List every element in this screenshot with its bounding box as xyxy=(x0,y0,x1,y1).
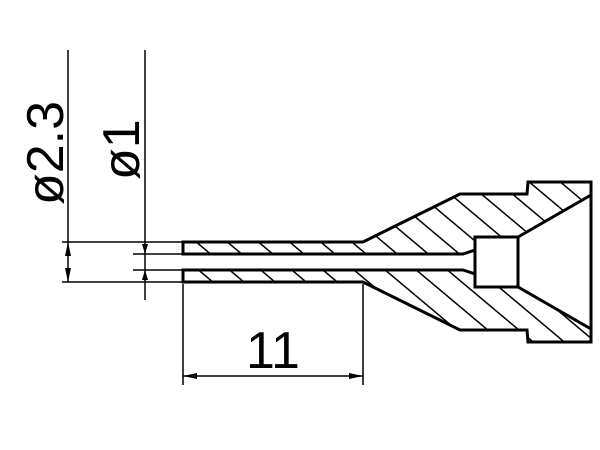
dimension-lines xyxy=(62,50,364,385)
length-label: 11 xyxy=(246,322,300,380)
outer-diameter-label: ø2.3 xyxy=(17,101,75,205)
nozzle-cavity xyxy=(473,235,520,289)
dimension-arrows xyxy=(65,242,363,379)
nozzle-upper-wall xyxy=(181,180,593,256)
nozzle-lower-wall xyxy=(181,268,593,344)
inner-diameter-label: ø1 xyxy=(93,119,151,180)
nozzle-section xyxy=(181,180,593,344)
